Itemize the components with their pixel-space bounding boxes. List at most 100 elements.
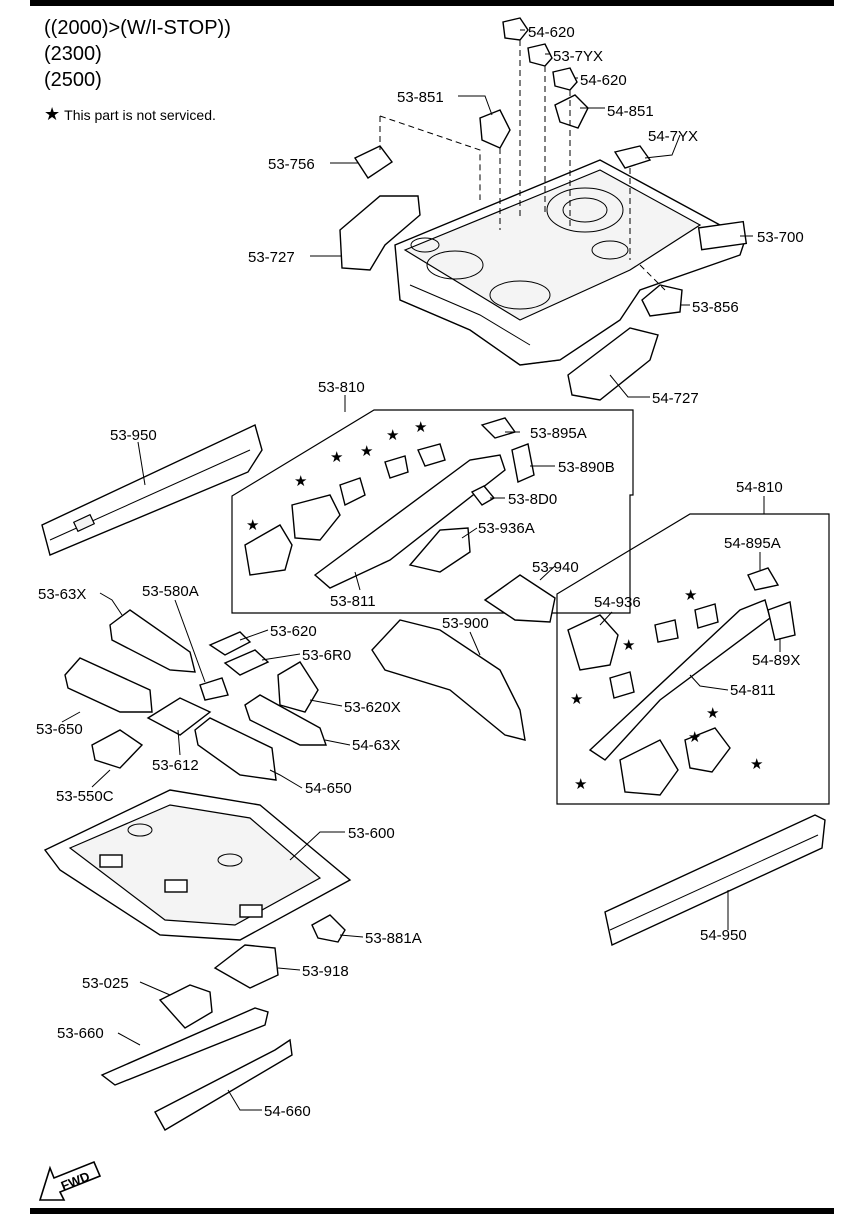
part-54-63x (244, 694, 327, 746)
part-54-936 (567, 614, 619, 671)
part-54-7yx (613, 145, 652, 169)
label-53-63x: 53-63X (38, 586, 86, 603)
part-53-025 (158, 984, 213, 1029)
part-labels: 54-620 53-7YX 54-620 53-851 54-851 54-7Y… (36, 24, 804, 1120)
label-53-620x: 53-620X (344, 699, 401, 716)
detail-box-53-810 (231, 409, 634, 614)
label-54-7yx: 54-7YX (648, 128, 698, 145)
label-53-918: 53-918 (302, 963, 349, 980)
part-53-918 (213, 944, 279, 989)
label-54-811: 54-811 (730, 682, 776, 699)
label-53-025: 53-025 (82, 975, 129, 992)
label-53-7yx: 53-7YX (553, 48, 603, 65)
label-53-8d0: 53-8D0 (508, 491, 557, 508)
not-serviced-note: ★This part is not serviced. (44, 104, 216, 125)
label-54-63x: 54-63X (352, 737, 400, 754)
part-54-89x (767, 601, 796, 641)
svg-text:★: ★ (360, 443, 373, 460)
part-53-940 (483, 574, 556, 623)
rear-floor-pan (394, 159, 748, 366)
part-53-890b (511, 443, 535, 483)
part-54-851 (554, 94, 589, 129)
label-54-895a: 54-895A (724, 535, 781, 552)
not-serviced-text: This part is not serviced. (64, 107, 216, 123)
label-53-700: 53-700 (757, 229, 804, 246)
part-53-620x (277, 661, 319, 713)
label-53-756: 53-756 (268, 156, 315, 173)
label-54-810: 54-810 (736, 479, 783, 496)
label-54-650: 54-650 (305, 780, 352, 797)
part-53-580a (199, 677, 229, 701)
label-54-660: 54-660 (264, 1103, 311, 1120)
part-53-63x (109, 609, 196, 673)
svg-text:★: ★ (294, 473, 307, 490)
part-54-810-bracket-b (684, 727, 731, 773)
svg-text:★: ★ (386, 427, 399, 444)
part-53-612 (146, 697, 212, 736)
label-53-936a: 53-936A (478, 520, 535, 537)
label-54-727: 54-727 (652, 390, 699, 407)
part-53-856 (641, 284, 683, 317)
part-53-810-bracket-d (384, 455, 409, 479)
label-54-950: 54-950 (700, 927, 747, 944)
label-53-727: 53-727 (248, 249, 295, 266)
svg-text:★: ★ (688, 729, 701, 746)
label-53-851: 53-851 (397, 89, 444, 106)
label-53-940: 53-940 (532, 559, 579, 576)
label-53-811: 53-811 (330, 593, 376, 610)
part-54-650 (194, 717, 277, 781)
top-border-bar (30, 0, 834, 6)
label-53-900: 53-900 (442, 615, 489, 632)
part-53-600 (43, 789, 352, 941)
svg-text:★: ★ (622, 637, 635, 654)
part-54-895a (747, 567, 780, 591)
part-54-620-top (502, 17, 529, 41)
part-53-810-bracket-c (339, 477, 366, 507)
model-condition-line-3: (2500) (44, 69, 102, 91)
part-53-810-bracket-b (291, 494, 341, 541)
part-54-810-bracket-e (694, 603, 719, 629)
part-53-811 (313, 454, 506, 589)
model-condition-line-2: (2300) (44, 43, 102, 65)
label-54-851: 54-851 (607, 103, 654, 120)
part-54-727 (567, 327, 659, 401)
svg-text:★: ★ (574, 776, 587, 793)
bottom-border-bar (30, 1208, 834, 1214)
part-54-660 (154, 1038, 293, 1131)
svg-text:★: ★ (246, 517, 259, 534)
part-54-810-bracket-a (619, 739, 679, 796)
detail-box-54-810 (556, 513, 830, 805)
part-53-550c (91, 729, 144, 769)
part-53-900 (371, 619, 526, 741)
fwd-label: FWD (59, 1169, 92, 1194)
label-54-620-mid: 54-620 (580, 72, 627, 89)
part-54-810-bracket-c (609, 671, 635, 699)
part-53-881a (311, 914, 346, 943)
label-53-890b: 53-890B (558, 459, 615, 476)
part-53-810-bracket-a (244, 524, 293, 576)
leader-lines (61, 29, 781, 1111)
label-53-6r0: 53-6R0 (302, 647, 351, 664)
svg-text:★: ★ (570, 691, 583, 708)
star-icon: ★ (44, 104, 61, 124)
label-53-620: 53-620 (270, 623, 317, 640)
label-53-650: 53-650 (36, 721, 83, 738)
part-53-810-bracket-e (417, 443, 446, 467)
svg-text:★: ★ (684, 587, 697, 604)
part-53-727 (339, 195, 421, 271)
part-53-660 (100, 1007, 269, 1086)
part-53-895a (480, 417, 517, 439)
svg-text:★: ★ (330, 449, 343, 466)
part-54-810-bracket-d (654, 619, 679, 643)
part-53-936a (408, 527, 471, 573)
label-53-600: 53-600 (348, 825, 395, 842)
label-54-89x: 54-89X (752, 652, 800, 669)
part-54-950 (604, 814, 826, 947)
label-53-950: 53-950 (110, 427, 157, 444)
part-53-6r0 (223, 649, 270, 676)
part-53-650 (64, 657, 153, 713)
stars-53-810: ★ ★ ★ ★ ★ ★ (246, 419, 427, 534)
label-53-550c: 53-550C (56, 788, 114, 805)
svg-text:★: ★ (750, 756, 763, 773)
